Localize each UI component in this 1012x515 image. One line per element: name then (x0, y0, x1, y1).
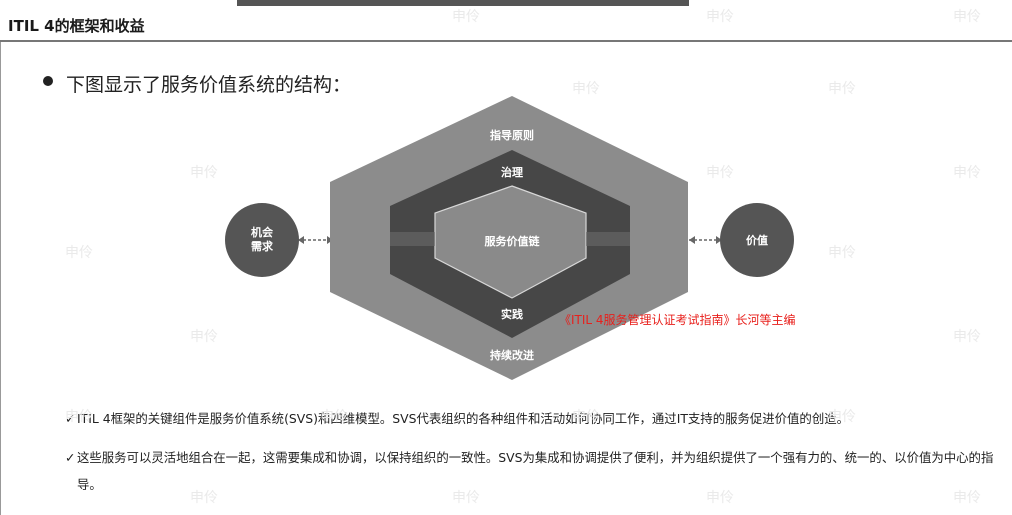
note-2-text: 这些服务可以灵活地组合在一起，这需要集成和协调，以保持组织的一致性。SVS为集成… (77, 450, 994, 492)
watermark: 申伶 (65, 245, 93, 261)
watermark: 申伶 (65, 409, 93, 425)
band-right (586, 232, 630, 246)
frame-border (0, 42, 1, 515)
watermark: 申伶 (953, 165, 981, 181)
watermark: 申伶 (953, 329, 981, 345)
watermark: 申伶 (190, 165, 218, 181)
band-left (390, 232, 435, 246)
label-guiding-principles: 指导原则 (490, 128, 534, 142)
watermark: 申伶 (706, 9, 734, 25)
watermark: 申伶 (953, 490, 981, 506)
label-value: 价值 (746, 233, 768, 247)
hex-value-chain (434, 185, 587, 299)
intro-text: 下图显示了服务价值系统的结构： (66, 74, 352, 96)
watermark: 申伶 (572, 81, 600, 97)
note-1: ✓ITIL 4框架的关键组件是服务价值系统(SVS)和四维模型。SVS代表组织的… (65, 410, 849, 428)
watermark: 申伶 (320, 409, 348, 425)
opportunity-demand-circle (225, 203, 299, 277)
arrow-right-icon (716, 236, 722, 244)
watermark: 申伶 (828, 409, 856, 425)
value-circle (720, 203, 794, 277)
label-continual-improvement: 持续改进 (490, 348, 534, 362)
watermark: 申伶 (828, 245, 856, 261)
top-bar (237, 0, 689, 6)
label-opportunity: 机会 (251, 225, 274, 239)
check-icon: ✓ (65, 411, 76, 426)
page-title: ITIL 4的框架和收益 (8, 17, 145, 35)
arrow-left-icon (298, 236, 304, 244)
label-demand: 需求 (251, 239, 274, 253)
slide-header: ITIL 4的框架和收益 (0, 6, 1012, 42)
watermark: 申伶 (452, 490, 480, 506)
watermark: 申伶 (953, 9, 981, 25)
arrow-right-inner-icon (689, 236, 695, 244)
watermark: 申伶 (706, 490, 734, 506)
watermark: 申伶 (190, 329, 218, 345)
watermark: 申伶 (706, 165, 734, 181)
note-2: ✓这些服务可以灵活地组合在一起，这需要集成和协调，以保持组织的一致性。SVS为集… (65, 444, 997, 498)
bullet-dot (43, 76, 53, 86)
watermark: 申伶 (452, 9, 480, 25)
watermark: 申伶 (828, 81, 856, 97)
label-value-chain: 服务价值链 (485, 234, 541, 248)
note-1-text: ITIL 4框架的关键组件是服务价值系统(SVS)和四维模型。SVS代表组织的各… (77, 411, 849, 426)
watermark: 申伶 (572, 409, 600, 425)
label-governance: 治理 (501, 165, 523, 179)
check-icon: ✓ (65, 450, 76, 465)
watermark: 申伶 (190, 490, 218, 506)
citation: 《ITIL 4服务管理认证考试指南》长河等主编 (559, 313, 796, 327)
label-practices: 实践 (501, 307, 523, 321)
